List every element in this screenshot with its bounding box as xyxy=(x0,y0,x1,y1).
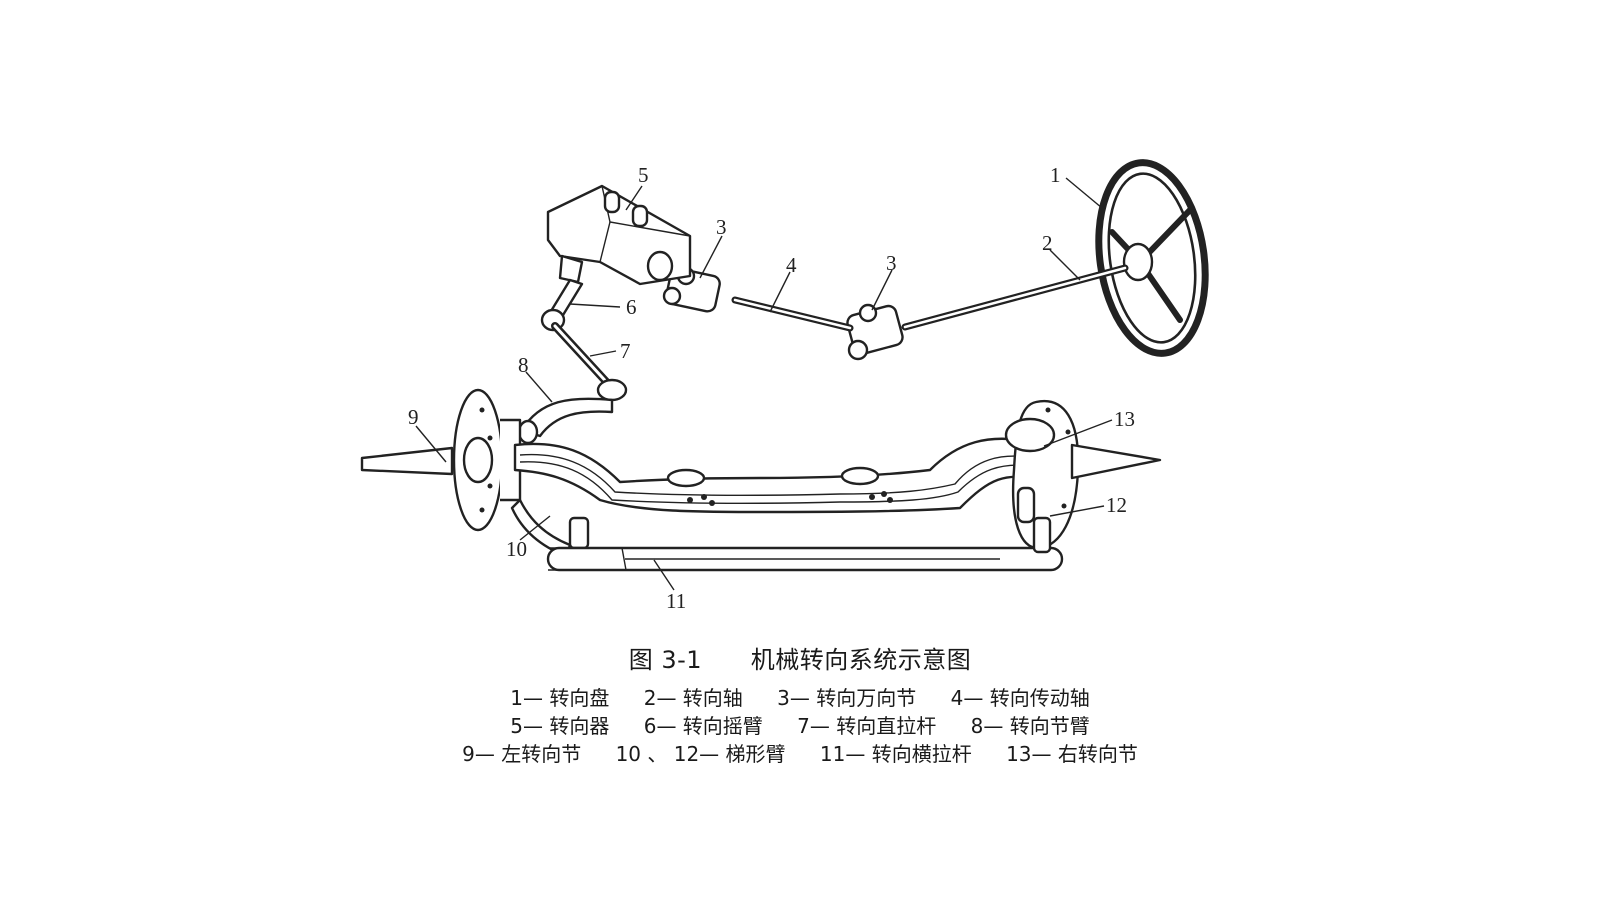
tie-rod xyxy=(546,546,1064,572)
legend-row: 5— 转向器 6— 转向摇臂 7— 转向直拉杆 8— 转向节臂 xyxy=(0,712,1600,740)
legend-item: 13— 右转向节 xyxy=(1006,742,1138,766)
label-3b: 3 xyxy=(886,251,897,275)
label-6: 6 xyxy=(626,295,637,319)
front-axle-beam xyxy=(513,437,1042,514)
label-11: 11 xyxy=(666,589,686,613)
legend-item: 11— 转向横拉杆 xyxy=(819,742,972,766)
label-8: 8 xyxy=(518,353,529,377)
drag-link xyxy=(551,322,628,402)
legend-item: 8— 转向节臂 xyxy=(970,714,1090,738)
legend-item: 3— 转向万向节 xyxy=(777,686,917,710)
legend-item: 1— 转向盘 xyxy=(510,686,610,710)
figure-title: 机械转向系统示意图 xyxy=(750,646,972,674)
right-trapezoid-arm xyxy=(1016,486,1052,554)
leader-lines xyxy=(415,177,1113,591)
legend-row: 1— 转向盘 2— 转向轴 3— 转向万向节 4— 转向传动轴 xyxy=(0,684,1600,712)
steering-shaft xyxy=(901,264,1129,331)
legend-item: 10 、 12— 梯形臂 xyxy=(615,742,786,766)
label-2: 2 xyxy=(1042,231,1053,255)
label-12: 12 xyxy=(1106,493,1127,517)
label-9: 9 xyxy=(408,405,419,429)
steering-system-diagram: 1 2 3 3 4 5 6 7 8 9 10 11 12 13 xyxy=(360,159,1209,613)
label-13: 13 xyxy=(1114,407,1135,431)
label-10: 10 xyxy=(506,537,527,561)
steering-gear-box xyxy=(546,184,692,286)
label-1: 1 xyxy=(1050,163,1061,187)
steering-intermediate-shaft xyxy=(731,296,854,332)
label-3a: 3 xyxy=(716,215,727,239)
left-steering-knuckle xyxy=(360,388,522,532)
legend: 1— 转向盘 2— 转向轴 3— 转向万向节 4— 转向传动轴 5— 转向器 6… xyxy=(0,684,1600,768)
label-5: 5 xyxy=(638,163,649,187)
legend-item: 7— 转向直拉杆 xyxy=(797,714,937,738)
steering-knuckle-arm xyxy=(517,397,614,445)
label-7: 7 xyxy=(620,339,631,363)
legend-row: 9— 左转向节 10 、 12— 梯形臂 11— 转向横拉杆 13— 右转向节 xyxy=(0,740,1600,768)
label-4: 4 xyxy=(786,253,797,277)
legend-item: 2— 转向轴 xyxy=(643,686,743,710)
universal-joint-lower xyxy=(846,303,904,361)
legend-item: 4— 转向传动轴 xyxy=(950,686,1090,710)
legend-item: 9— 左转向节 xyxy=(462,742,582,766)
right-steering-knuckle xyxy=(1004,399,1162,550)
figure-number: 图 3-1 xyxy=(628,646,703,674)
figure-caption: 图 3-1 机械转向系统示意图 xyxy=(0,640,1600,675)
steering-wheel xyxy=(1095,159,1209,357)
legend-item: 5— 转向器 xyxy=(510,714,610,738)
legend-item: 6— 转向摇臂 xyxy=(643,714,763,738)
